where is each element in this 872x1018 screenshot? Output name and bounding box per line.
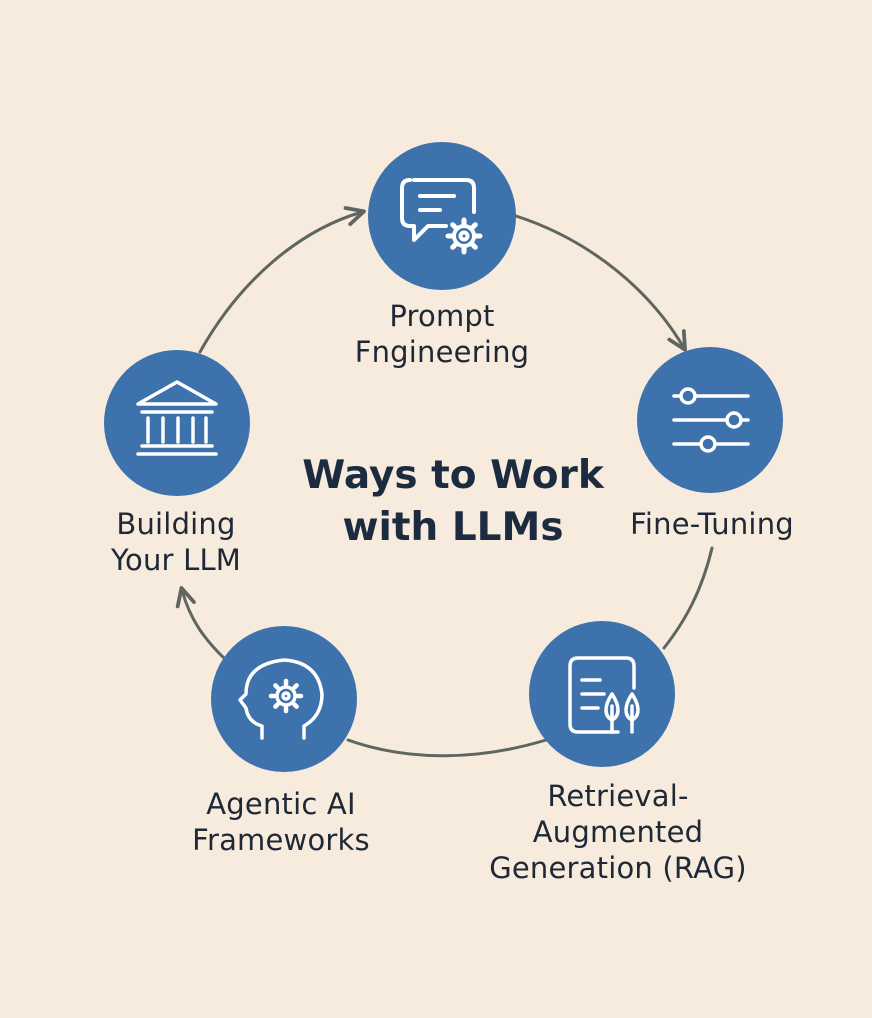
institution-icon bbox=[136, 380, 218, 456]
head-gear-icon bbox=[238, 658, 324, 740]
node-label-rag: Retrieval- Augmented Generation (RAG) bbox=[489, 779, 747, 885]
node-label-fine-tuning: Fine-Tuning bbox=[630, 507, 794, 541]
arrow-building-to-prompt bbox=[198, 206, 366, 354]
diagram-title: Ways to Work with LLMs bbox=[302, 453, 604, 550]
node-label-building-llm: Building Your LLM bbox=[110, 507, 242, 577]
node-label-prompt-engineering: Prompt Fngineering bbox=[354, 299, 530, 369]
chat-gear-icon bbox=[400, 178, 483, 255]
arrow-finetuning-to-rag bbox=[662, 546, 714, 650]
node-circle-prompt-engineering bbox=[368, 142, 516, 290]
arrow-prompt-to-finetuning bbox=[514, 214, 687, 352]
node-label-agentic-ai: Agentic AI Frameworks bbox=[192, 787, 370, 857]
document-trees-icon bbox=[568, 656, 640, 734]
sliders-icon bbox=[672, 387, 750, 453]
arrow-rag-to-agentic bbox=[346, 738, 548, 758]
arrow-agentic-to-building bbox=[175, 586, 228, 662]
